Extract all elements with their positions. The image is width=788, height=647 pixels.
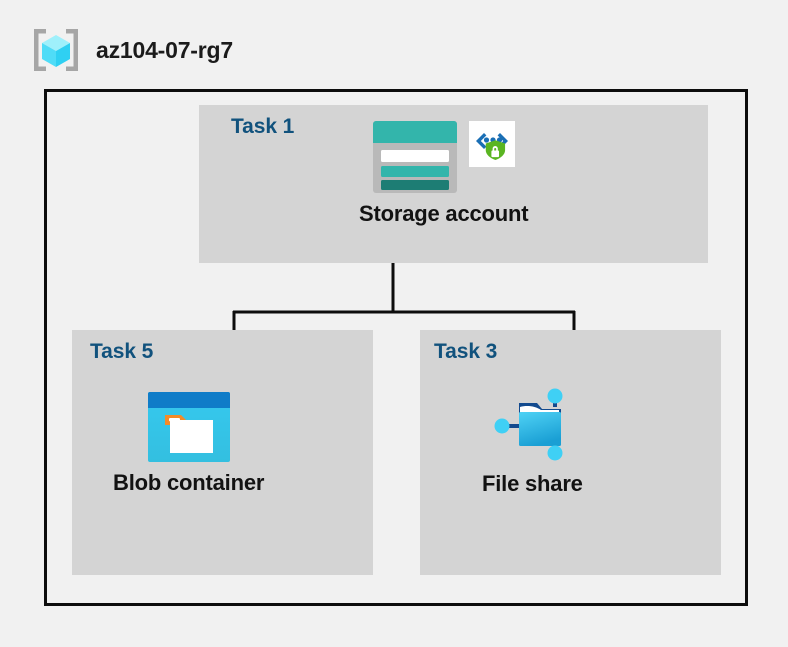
node-storage-account[interactable]: Storage account: [359, 121, 529, 227]
panel-task-3: Task 3: [420, 330, 721, 575]
task-label-5: Task 5: [90, 340, 154, 363]
storage-account-icon: [372, 121, 457, 193]
storage-account-icon-row: [372, 121, 515, 193]
node-label-blob-container: Blob container: [113, 470, 265, 495]
node-label-file-share: File share: [482, 471, 583, 496]
node-blob-container[interactable]: Blob container: [113, 392, 264, 496]
blob-container-icon: [147, 392, 230, 462]
task-label-3: Task 3: [434, 340, 498, 363]
node-label-storage-account: Storage account: [359, 201, 529, 226]
secure-endpoint-icon: [468, 121, 515, 167]
panel-task-1: Task 1: [199, 105, 708, 263]
resource-group-icon: [30, 26, 82, 74]
file-share-icon: [489, 385, 575, 463]
task-label-1: Task 1: [231, 115, 295, 138]
resource-group-name: az104-07-rg7: [96, 36, 233, 63]
panel-task-5: Task 5: [72, 330, 373, 575]
resource-group-header: az104-07-rg7: [30, 26, 233, 74]
resource-group-boundary: [44, 89, 748, 606]
node-file-share[interactable]: File share: [482, 385, 583, 497]
